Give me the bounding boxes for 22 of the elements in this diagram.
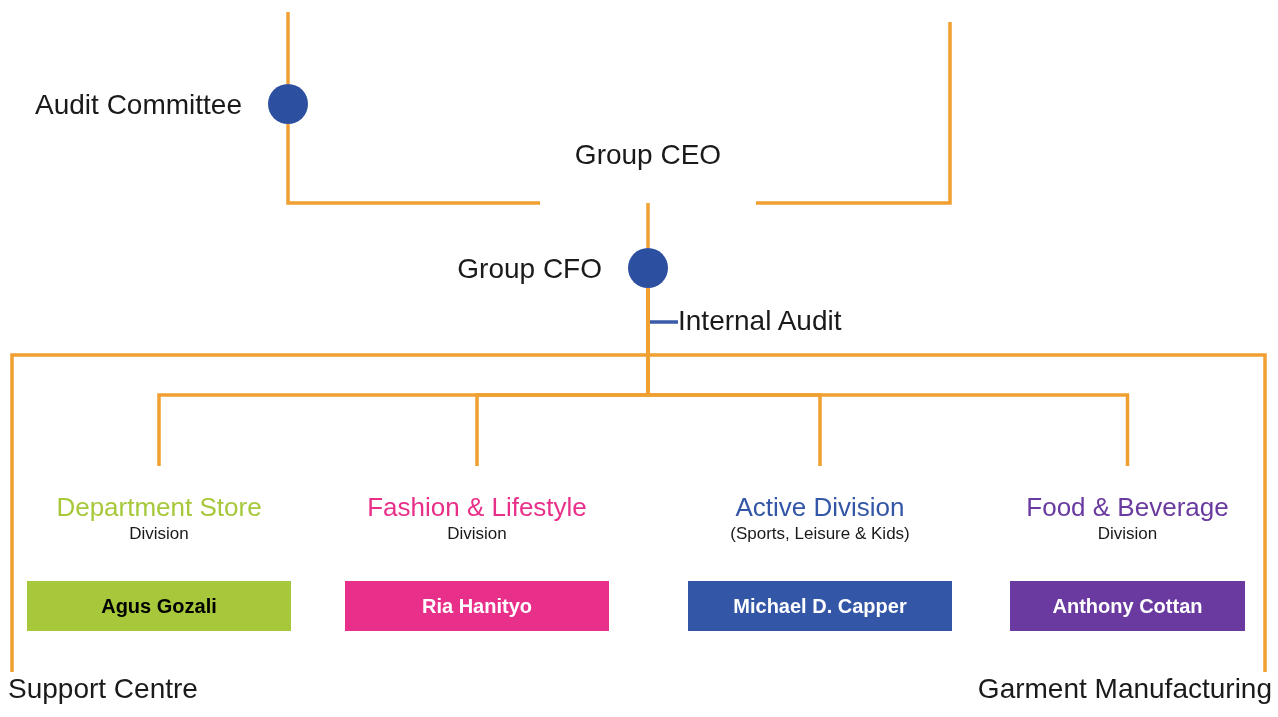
division-subtitle: Division	[447, 524, 507, 544]
division-heading: Active Division	[735, 492, 905, 522]
name-bar: Ria Hanityo	[345, 581, 609, 631]
division-subtitle: (Sports, Leisure & Kids)	[730, 524, 910, 544]
role-label: Group CEO	[574, 138, 722, 172]
name-bar: Anthony Cottan	[1010, 581, 1245, 631]
unit-label: Support Centre	[8, 672, 198, 706]
division-heading: Fashion & Lifestyle	[367, 492, 587, 522]
unit-label: Internal Audit	[678, 304, 842, 338]
division-subtitle: Division	[1097, 524, 1158, 544]
name-bar: Michael D. Capper	[688, 581, 952, 631]
role-label: Audit Committee	[34, 88, 242, 120]
name-bar: Agus Gozali	[27, 581, 291, 631]
role-label: Group CFO	[456, 252, 602, 284]
unit-label: Garment Manufacturing	[977, 672, 1272, 706]
connector-line	[286, 124, 540, 205]
connector-line	[646, 203, 650, 248]
division-subtitle: Division	[129, 524, 189, 544]
connector-line	[756, 22, 952, 205]
connector-line	[286, 12, 290, 84]
division-heading: Food & Beverage	[1026, 492, 1229, 522]
division-heading: Department Store	[56, 492, 262, 522]
